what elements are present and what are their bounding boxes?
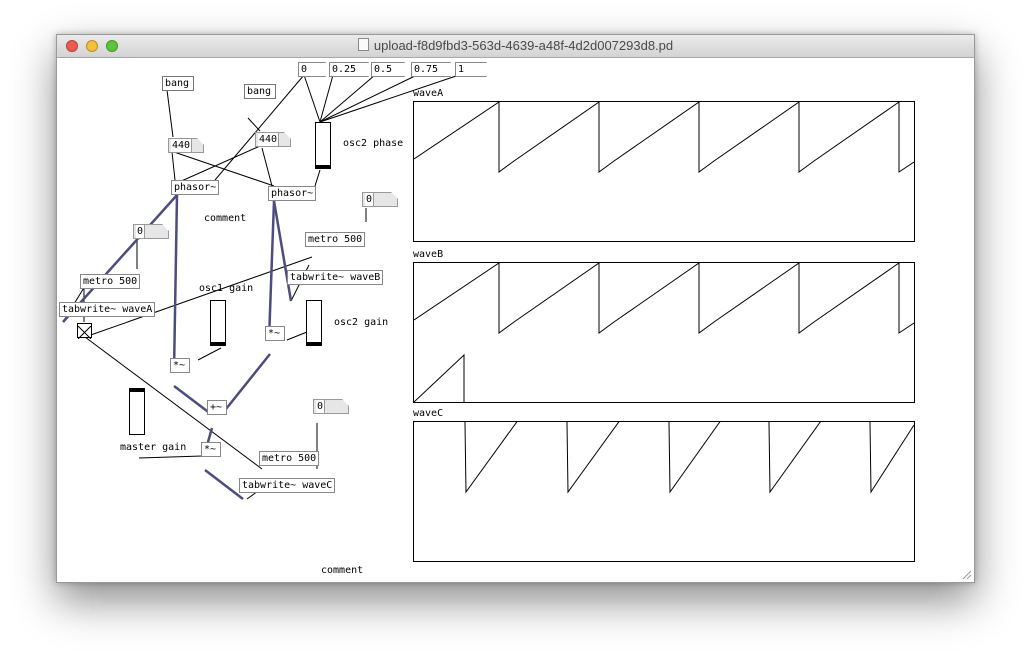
- wire-msg1-slider: [319, 74, 460, 123]
- toggle-x-icon: [77, 325, 92, 340]
- wire-msg0-phasor1-right: [214, 74, 305, 181]
- osc2-gain-label: osc2 gain: [334, 317, 389, 328]
- document-icon: [357, 38, 369, 51]
- tabwrite-waveA-object[interactable]: tabwrite~ waveA: [59, 302, 156, 317]
- frequency-number-1[interactable]: 440: [168, 138, 204, 153]
- wire-msg0-slider: [303, 74, 321, 123]
- wire-phasor1-mul1: [172, 194, 179, 373]
- wire-slider1-mul1: [197, 347, 222, 361]
- wire-phasor1-tabwriteA: [62, 194, 178, 323]
- osc1-gain-slider[interactable]: [210, 300, 226, 346]
- osc2-phase-label: osc2 phase: [343, 138, 404, 149]
- metro-c-rate-value: 0: [317, 401, 324, 412]
- message-0.25[interactable]: 0.25: [329, 62, 369, 77]
- wire-master-mul: [138, 455, 203, 459]
- waveA-label: waveA: [413, 88, 444, 99]
- comment-label-2: comment: [321, 565, 364, 576]
- message-0.75[interactable]: 0.75: [411, 62, 451, 77]
- waveA-array[interactable]: [413, 101, 915, 242]
- master-gain-slider[interactable]: [129, 388, 145, 435]
- waveB-array[interactable]: [413, 262, 915, 403]
- patch-canvas[interactable]: 0 0.25 0.5 0.75 1 bang bang 440 440 phas…: [57, 58, 974, 582]
- multiply-object-master[interactable]: *~: [201, 442, 221, 457]
- wire-440b-phasor2: [261, 147, 273, 187]
- wire-phasor2-tabwriteB: [272, 200, 293, 302]
- multiply-object-1[interactable]: *~: [170, 358, 190, 373]
- waveA-graph: [413, 101, 915, 173]
- metro-c-rate-number[interactable]: 0: [313, 399, 349, 414]
- osc1-gain-label: osc1 gain: [199, 283, 254, 294]
- wire-440-phasor1: [171, 151, 176, 181]
- window-title-text: upload-f8d9fbd3-563d-4639-a48f-4d2d00729…: [373, 38, 674, 53]
- zoom-button[interactable]: [106, 40, 118, 52]
- waveB-label: waveB: [413, 249, 444, 260]
- resize-grip-icon[interactable]: [962, 570, 972, 580]
- title-bar[interactable]: upload-f8d9fbd3-563d-4639-a48f-4d2d00729…: [57, 35, 974, 58]
- master-gain-label: master gain: [120, 442, 187, 453]
- comment-label-1: comment: [204, 213, 247, 224]
- message-0.5[interactable]: 0.5: [371, 62, 405, 77]
- waveC-array[interactable]: [413, 352, 915, 562]
- bang-message-1[interactable]: bang: [162, 76, 195, 91]
- phasor-object-1[interactable]: phasor~: [171, 180, 220, 195]
- wire-440b-phasor1: [176, 145, 261, 184]
- multiply-object-2[interactable]: *~: [265, 326, 285, 341]
- wire-mul1-add: [173, 385, 212, 415]
- waveB-graph: [413, 262, 915, 403]
- wire-slider-phasor2-right: [314, 169, 321, 187]
- wire-mul2-add: [221, 353, 271, 415]
- wire-bang1-440: [166, 89, 174, 138]
- metro-b-rate-value: 0: [366, 194, 373, 205]
- metro-c-object[interactable]: metro 500: [259, 451, 320, 466]
- wire-toggle-metroC: [84, 336, 263, 470]
- osc2-phase-slider-knob[interactable]: [316, 165, 330, 168]
- osc1-gain-slider-knob[interactable]: [211, 342, 225, 345]
- metro-b-rate-number[interactable]: 0: [362, 192, 398, 207]
- bang-message-2[interactable]: bang: [244, 84, 277, 99]
- pd-patch-window: upload-f8d9fbd3-563d-4639-a48f-4d2d00729…: [56, 34, 975, 583]
- metro-a-rate-value: 0: [137, 226, 144, 237]
- waveC-label: waveC: [413, 408, 444, 419]
- frequency-number-1-value: 440: [172, 140, 191, 151]
- osc2-gain-slider[interactable]: [306, 300, 322, 346]
- tabwrite-waveB-object[interactable]: tabwrite~ waveB: [287, 270, 384, 285]
- waveC-graph: [413, 352, 915, 494]
- metro-b-object[interactable]: metro 500: [305, 232, 366, 247]
- wire-msg05-slider: [319, 74, 376, 123]
- metro-a-rate-number[interactable]: 0: [133, 224, 169, 239]
- add-object[interactable]: +~: [207, 400, 227, 415]
- wire-msg025-slider: [319, 74, 334, 123]
- master-gain-slider-knob[interactable]: [130, 389, 144, 392]
- wire-msg075-slider: [319, 74, 418, 123]
- dsp-toggle[interactable]: [77, 323, 92, 340]
- tabwrite-waveC-object[interactable]: tabwrite~ waveC: [239, 478, 336, 493]
- osc2-phase-slider[interactable]: [315, 122, 331, 169]
- phasor-object-2[interactable]: phasor~: [268, 186, 317, 201]
- wire-phasor2-mul2: [267, 200, 276, 341]
- minimize-button[interactable]: [86, 40, 98, 52]
- close-button[interactable]: [66, 40, 78, 52]
- osc2-gain-slider-knob[interactable]: [307, 342, 321, 345]
- wire-mulMaster-tabwriteC: [204, 469, 244, 500]
- frequency-number-2-value: 440: [259, 134, 278, 145]
- wire-toggle-metroB: [84, 256, 313, 338]
- metro-a-object[interactable]: metro 500: [80, 274, 141, 289]
- window-title: upload-f8d9fbd3-563d-4639-a48f-4d2d00729…: [57, 38, 974, 53]
- frequency-number-2[interactable]: 440: [255, 132, 291, 147]
